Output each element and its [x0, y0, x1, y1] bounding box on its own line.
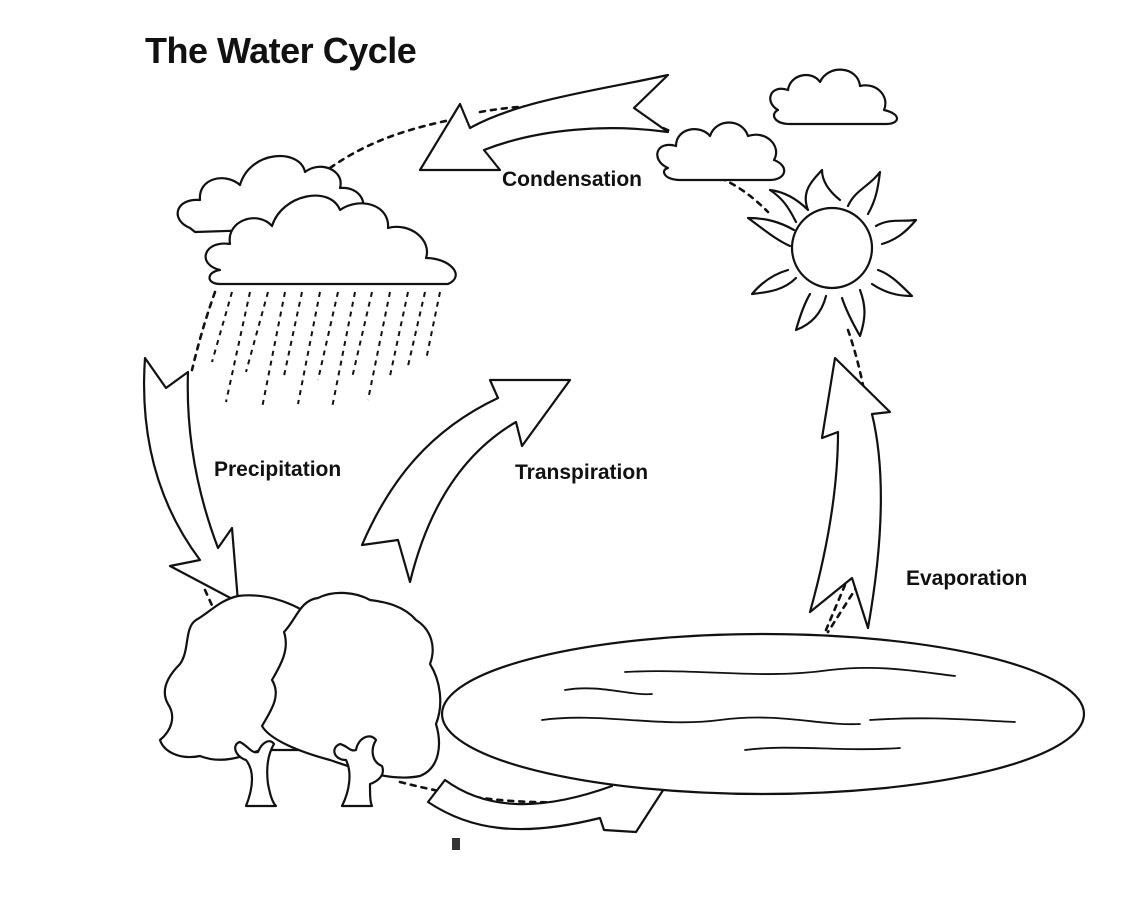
transpiration-label: Transpiration — [515, 461, 649, 484]
diagram-title: The Water Cycle — [145, 30, 417, 71]
transpiration-arrow — [360, 378, 572, 584]
condensation-label: Condensation — [502, 168, 642, 191]
precipitation-arrow — [142, 356, 240, 604]
evaporation-arrow — [808, 356, 892, 630]
condensation-arrow — [418, 73, 670, 172]
precipitation-label: Precipitation — [214, 458, 342, 481]
evaporation-label: Evaporation — [906, 567, 1028, 590]
trees-icon — [158, 591, 442, 808]
small-mark — [452, 838, 460, 850]
sun-icon — [746, 168, 918, 338]
lake-icon — [440, 632, 1086, 796]
rain-cloud-icon — [176, 154, 457, 409]
cloud-icon — [656, 68, 899, 182]
